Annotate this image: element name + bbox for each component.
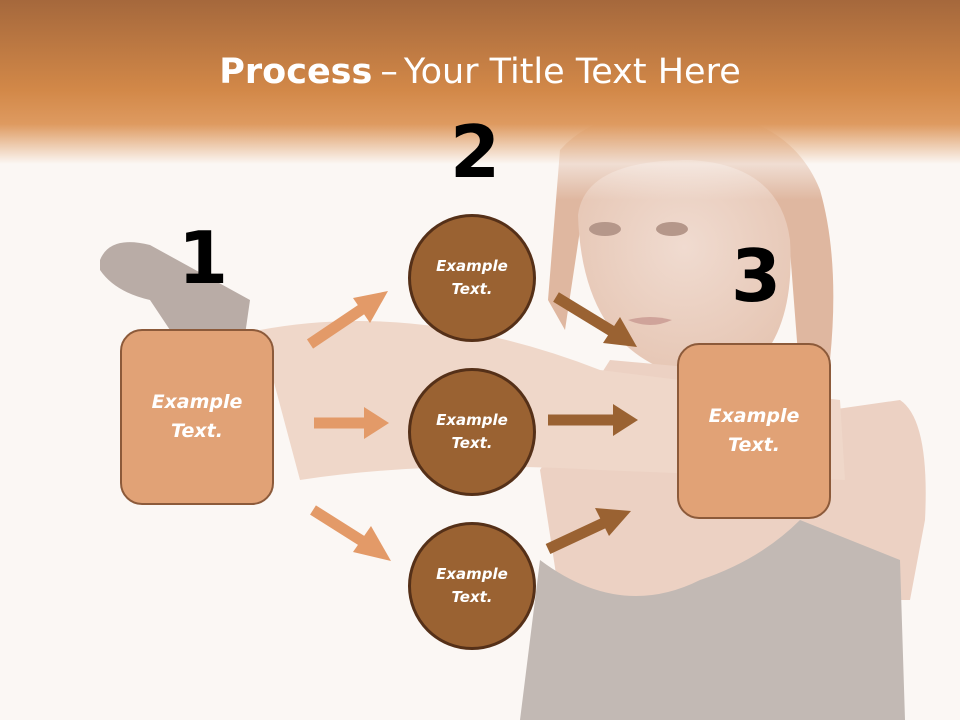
circle-bottom-line2: Text. xyxy=(451,588,493,606)
box-step-3[interactable]: Example Text. xyxy=(677,343,831,519)
step-number-1: 1 xyxy=(178,216,229,300)
box-step-3-line1: Example xyxy=(708,405,800,427)
arrow-right-down xyxy=(553,292,637,347)
arrow-left-middle xyxy=(314,407,389,439)
arrow-left-up xyxy=(306,291,388,349)
box-step-1[interactable]: Example Text. xyxy=(120,329,274,505)
circle-top-text: Example Text. xyxy=(436,255,508,301)
box-step-1-line2: Text. xyxy=(171,420,223,442)
box-step-1-line1: Example xyxy=(151,391,243,413)
title-bold: Process xyxy=(219,52,373,92)
circle-middle-line2: Text. xyxy=(451,434,493,452)
circle-middle[interactable]: Example Text. xyxy=(408,368,536,496)
step-number-2: 2 xyxy=(450,110,501,194)
header-band xyxy=(0,0,960,200)
box-step-1-text: Example Text. xyxy=(152,388,243,446)
step-number-3: 3 xyxy=(731,234,782,318)
circle-top-line1: Example xyxy=(436,257,508,275)
circle-bottom[interactable]: Example Text. xyxy=(408,522,536,650)
circle-top-line2: Text. xyxy=(451,280,493,298)
circle-middle-text: Example Text. xyxy=(436,409,508,455)
title-rest: Your Title Text Here xyxy=(403,52,741,92)
title-dash: – xyxy=(380,52,398,92)
circle-middle-line1: Example xyxy=(436,411,508,429)
arrow-left-down xyxy=(310,505,391,561)
circle-bottom-text: Example Text. xyxy=(436,563,508,609)
box-step-3-text: Example Text. xyxy=(709,402,800,460)
arrow-right-middle xyxy=(548,404,638,436)
arrow-right-up xyxy=(545,508,631,554)
slide-title[interactable]: Process–Your Title Text Here xyxy=(0,52,960,92)
box-step-3-line2: Text. xyxy=(728,434,780,456)
circle-top[interactable]: Example Text. xyxy=(408,214,536,342)
circle-bottom-line1: Example xyxy=(436,565,508,583)
